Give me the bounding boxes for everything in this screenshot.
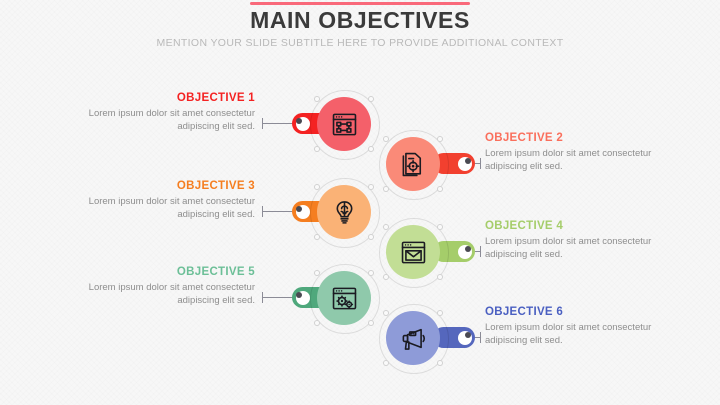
ring-dot-nw xyxy=(314,184,320,190)
ring-dot-sw xyxy=(314,320,320,326)
browser-gears-icon xyxy=(331,285,358,312)
brain-lightbulb-icon xyxy=(331,199,358,226)
objective-item[interactable]: OBJECTIVE 3 Lorem ipsum dolor sit amet c… xyxy=(40,176,380,248)
ring-dot-se xyxy=(437,360,443,366)
objective-item[interactable]: OBJECTIVE 5 Lorem ipsum dolor sit amet c… xyxy=(40,262,380,334)
objective-icon-badge[interactable] xyxy=(308,176,380,248)
connector-tick xyxy=(262,206,263,217)
objective-text-block: OBJECTIVE 3 Lorem ipsum dolor sit amet c… xyxy=(65,180,255,221)
icon-disc xyxy=(317,271,371,325)
ring-dot-ne xyxy=(368,270,374,276)
marker-dot xyxy=(296,291,302,298)
objective-icon-badge[interactable] xyxy=(377,128,449,200)
objective-text-block: OBJECTIVE 5 Lorem ipsum dolor sit amet c… xyxy=(65,266,255,307)
ring-dot-se xyxy=(368,234,374,240)
objective-text-block: OBJECTIVE 1 Lorem ipsum dolor sit amet c… xyxy=(65,92,255,133)
ring-dot-sw xyxy=(383,360,389,366)
browser-envelope-icon xyxy=(400,239,427,266)
objective-title: OBJECTIVE 6 xyxy=(485,306,564,318)
connector-tick xyxy=(480,332,481,343)
marker-dot xyxy=(465,157,471,164)
page-title: MAIN OBJECTIVES xyxy=(250,7,470,33)
ring-dot-sw xyxy=(383,186,389,192)
objective-item[interactable]: OBJECTIVE 6 Lorem ipsum dolor sit amet c… xyxy=(355,302,685,374)
icon-disc xyxy=(386,137,440,191)
objective-title: OBJECTIVE 4 xyxy=(485,220,564,232)
ring-dot-sw xyxy=(314,234,320,240)
decorative-ring xyxy=(310,264,380,334)
objective-title: OBJECTIVE 2 xyxy=(485,132,564,144)
objective-icon-badge[interactable] xyxy=(308,88,380,160)
objective-description: Lorem ipsum dolor sit amet consectetur a… xyxy=(88,108,255,132)
decorative-ring xyxy=(310,178,380,248)
ring-dot-nw xyxy=(383,224,389,230)
objective-description: Lorem ipsum dolor sit amet consectetur a… xyxy=(485,236,652,260)
ring-dot-sw xyxy=(314,146,320,152)
objective-icon-badge[interactable] xyxy=(377,216,449,288)
marker-dot xyxy=(296,205,302,212)
ring-dot-se xyxy=(368,146,374,152)
browser-flowchart-icon xyxy=(331,111,358,138)
connector-stroke xyxy=(262,211,298,212)
page-subtitle: MENTION YOUR SLIDE SUBTITLE HERE TO PROV… xyxy=(156,37,564,49)
megaphone-icon xyxy=(400,325,427,352)
icon-disc xyxy=(317,185,371,239)
objective-title: OBJECTIVE 1 xyxy=(176,92,255,104)
ring-dot-nw xyxy=(314,96,320,102)
objective-item[interactable]: OBJECTIVE 4 Lorem ipsum dolor sit amet c… xyxy=(355,216,685,288)
objective-description: Lorem ipsum dolor sit amet consectetur a… xyxy=(88,196,255,220)
ring-dot-se xyxy=(368,320,374,326)
connector-stroke xyxy=(262,123,298,124)
marker-dot xyxy=(465,331,471,338)
ring-dot-nw xyxy=(383,310,389,316)
objective-description: Lorem ipsum dolor sit amet consectetur a… xyxy=(485,148,652,172)
connector-tick xyxy=(262,292,263,303)
ring-dot-ne xyxy=(437,136,443,142)
objective-item[interactable]: OBJECTIVE 1 Lorem ipsum dolor sit amet c… xyxy=(40,88,380,160)
connector-tick xyxy=(480,246,481,257)
objective-text-block: OBJECTIVE 4 Lorem ipsum dolor sit amet c… xyxy=(485,220,675,261)
decorative-ring xyxy=(379,218,449,288)
title-accent-rule xyxy=(250,2,470,5)
connector-stroke xyxy=(262,297,298,298)
icon-disc xyxy=(386,225,440,279)
connector-line xyxy=(262,292,298,303)
objective-icon-badge[interactable] xyxy=(308,262,380,334)
objective-icon-badge[interactable] xyxy=(377,302,449,374)
connector-line xyxy=(262,118,298,129)
objective-title: OBJECTIVE 3 xyxy=(176,180,255,192)
ring-dot-ne xyxy=(437,224,443,230)
connector-line xyxy=(262,206,298,217)
objective-description: Lorem ipsum dolor sit amet consectetur a… xyxy=(88,282,255,306)
objective-text-block: OBJECTIVE 2 Lorem ipsum dolor sit amet c… xyxy=(485,132,675,173)
ring-dot-ne xyxy=(368,96,374,102)
objective-description: Lorem ipsum dolor sit amet consectetur a… xyxy=(485,322,652,346)
connector-tick xyxy=(262,118,263,129)
ring-dot-se xyxy=(437,274,443,280)
ring-dot-ne xyxy=(368,184,374,190)
icon-disc xyxy=(386,311,440,365)
decorative-ring xyxy=(379,304,449,374)
ring-dot-ne xyxy=(437,310,443,316)
ring-dot-se xyxy=(437,186,443,192)
icon-disc xyxy=(317,97,371,151)
decorative-ring xyxy=(379,130,449,200)
ring-dot-sw xyxy=(383,274,389,280)
ring-dot-nw xyxy=(383,136,389,142)
objective-text-block: OBJECTIVE 6 Lorem ipsum dolor sit amet c… xyxy=(485,306,675,347)
decorative-ring xyxy=(310,90,380,160)
connector-tick xyxy=(480,158,481,169)
ring-dot-nw xyxy=(314,270,320,276)
marker-dot xyxy=(296,117,302,124)
marker-dot xyxy=(465,245,471,252)
document-target-icon xyxy=(400,151,427,178)
objective-item[interactable]: OBJECTIVE 2 Lorem ipsum dolor sit amet c… xyxy=(355,128,685,200)
objective-title: OBJECTIVE 5 xyxy=(176,266,255,278)
